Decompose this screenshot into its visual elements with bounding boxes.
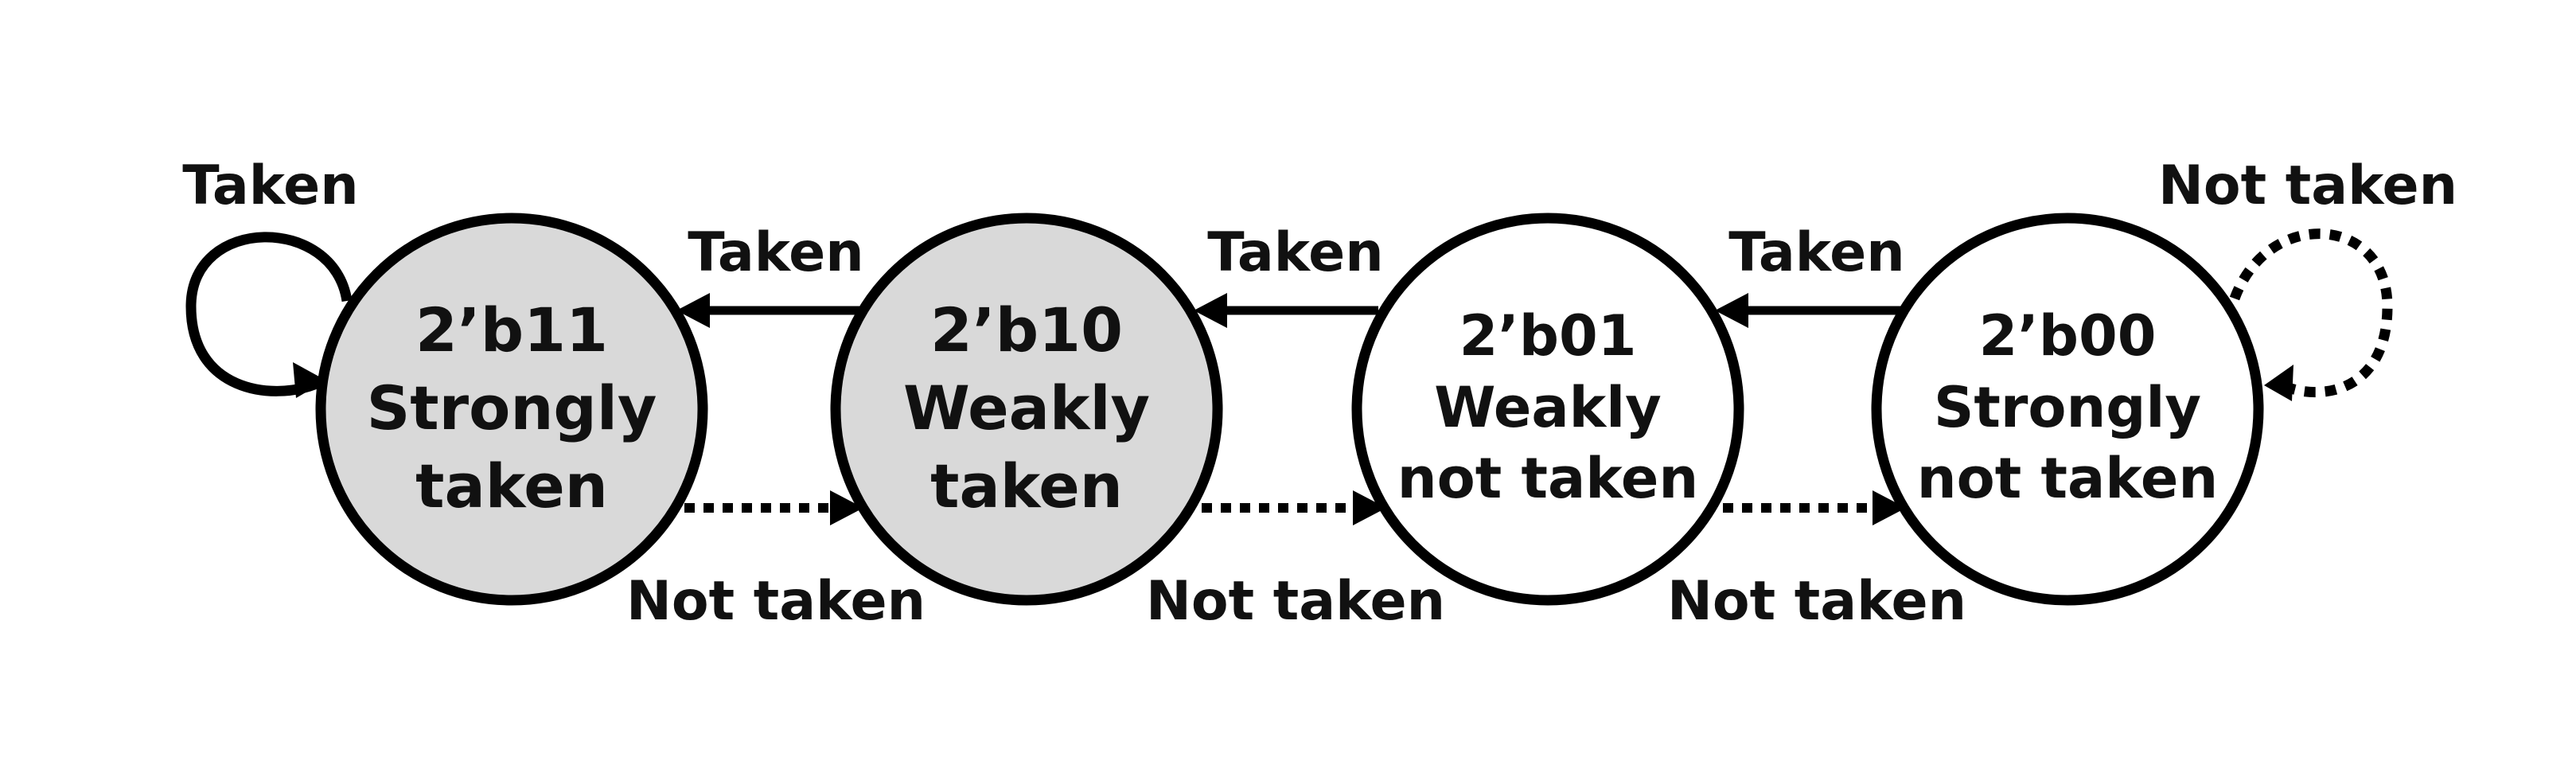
edge-not-taken-10-to-01: Not taken	[1146, 490, 1445, 633]
self-loop-taken-arc	[185, 232, 353, 396]
edge-taken-10-to-11: Taken	[676, 221, 864, 328]
state-circle-01	[1351, 213, 1744, 606]
state-strongly-taken: 2’b11 Strongly taken	[315, 213, 708, 606]
self-loop-taken-label: Taken	[182, 154, 358, 217]
state-line2-00: not taken	[1917, 446, 2218, 511]
state-weakly-taken: 2’b10 Weakly taken	[830, 213, 1223, 606]
state-circle-00	[1871, 213, 2264, 606]
edge-taken-01-to-10-arrowhead	[1194, 293, 1227, 328]
state-code-10: 2’b10	[930, 295, 1123, 365]
edge-not-taken-11-to-10-arrowhead	[830, 490, 863, 525]
state-circle-11	[315, 213, 708, 606]
edge-not-taken-11-to-10-label: Not taken	[626, 570, 926, 633]
edge-taken-01-to-10: Taken	[1194, 221, 1384, 328]
edge-not-taken-01-to-00-arrowhead	[1873, 490, 1906, 525]
state-code-00: 2’b00	[1979, 303, 2157, 369]
state-code-11: 2’b11	[415, 295, 608, 365]
self-loop-not-taken-arrowhead	[2264, 365, 2293, 401]
state-line1-01: Weakly	[1434, 375, 1662, 440]
state-line2-01: not taken	[1397, 446, 1698, 511]
edge-taken-10-to-11-arrowhead	[676, 293, 710, 328]
self-loop-not-taken-label: Not taken	[2158, 154, 2457, 217]
edge-not-taken-10-to-01-label: Not taken	[1146, 570, 1445, 633]
edge-taken-00-to-01: Taken	[1715, 221, 1905, 328]
edge-not-taken-11-to-10: Not taken	[626, 490, 926, 633]
self-loop-not-taken: Not taken	[2158, 154, 2457, 401]
self-loop-not-taken-arc	[2229, 228, 2393, 398]
edge-not-taken-01-to-00: Not taken	[1667, 490, 1966, 633]
state-line2-11: taken	[415, 451, 608, 521]
edge-taken-01-to-10-label: Taken	[1207, 221, 1383, 284]
state-line1-10: Weakly	[903, 373, 1150, 443]
edge-taken-00-to-01-label: Taken	[1728, 221, 1904, 284]
state-strongly-not-taken: 2’b00 Strongly not taken	[1871, 213, 2264, 606]
state-line1-11: Strongly	[367, 373, 657, 443]
state-circle-10	[830, 213, 1223, 606]
state-code-01: 2’b01	[1459, 303, 1637, 369]
edge-not-taken-01-to-00-label: Not taken	[1667, 570, 1966, 633]
self-loop-taken-arrowhead	[293, 362, 326, 398]
state-line1-00: Strongly	[1934, 375, 2201, 440]
edge-taken-00-to-01-arrowhead	[1715, 293, 1748, 328]
edge-not-taken-10-to-01-arrowhead	[1353, 490, 1386, 525]
edge-taken-10-to-11-label: Taken	[688, 221, 863, 284]
state-weakly-not-taken: 2’b01 Weakly not taken	[1351, 213, 1744, 606]
state-line2-10: taken	[930, 451, 1123, 521]
self-loop-taken: Taken	[182, 154, 359, 398]
